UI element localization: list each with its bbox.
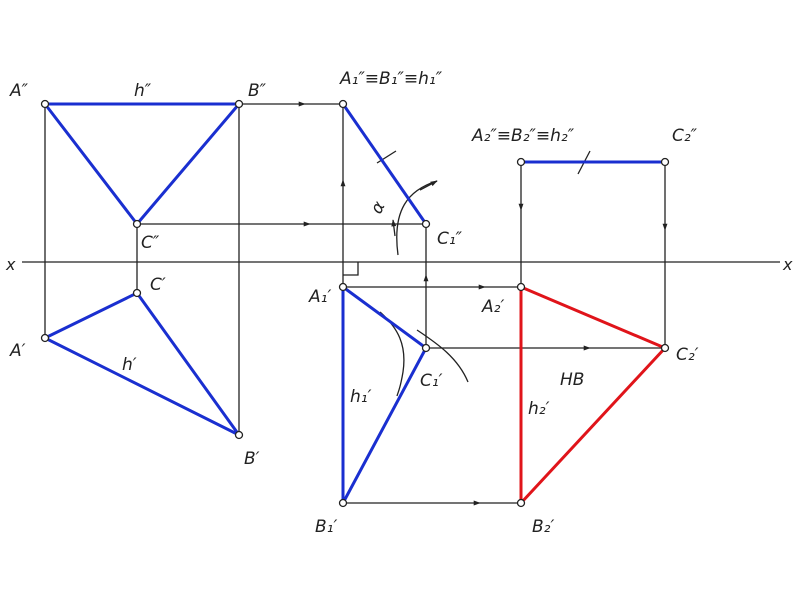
- label-a1-top: A₁′: [308, 287, 331, 307]
- point-c2-front: [660, 157, 670, 167]
- label-c-top: C′: [150, 275, 166, 295]
- label-a2-top: A₂′: [481, 297, 504, 317]
- point-a-top: [40, 333, 50, 343]
- angle-alpha-arrow-bottom: [391, 219, 397, 237]
- point-b-top: [234, 430, 244, 440]
- point-a-front: [40, 99, 50, 109]
- label-h-front: h″: [134, 81, 152, 101]
- label-c1-top: C₁′: [420, 371, 443, 391]
- point-a2-front: [516, 157, 526, 167]
- true-size-triangle: [519, 285, 667, 505]
- point-a2-top: [516, 282, 526, 292]
- label-a1b1h1-front: A₁″≡B₁″≡h₁″: [339, 69, 443, 89]
- point-c-top: [132, 288, 142, 298]
- label-c-front: C″: [141, 233, 160, 253]
- point-a1-top: [338, 282, 348, 292]
- point-c1-top: [421, 343, 431, 353]
- label-c2-front: C₂″: [672, 126, 698, 146]
- axis-label-right: x: [782, 255, 793, 274]
- label-b-top: B′: [244, 449, 260, 469]
- blue-lines: [43, 102, 665, 505]
- edge-view-a1c1: [341, 103, 428, 225]
- right-angle-mark: [343, 262, 359, 276]
- points: [40, 99, 670, 508]
- rotation-arc-c1: [379, 311, 405, 397]
- angle-alpha-arrow-top: [419, 180, 438, 191]
- angle-alpha-arc: [396, 180, 438, 256]
- triangle-front-view: [43, 102, 241, 226]
- label-true-size: HB: [560, 370, 584, 390]
- axis-label-left: x: [5, 255, 16, 274]
- label-alpha: α: [367, 198, 390, 217]
- point-b2-top: [516, 498, 526, 508]
- point-b-front: [234, 99, 244, 109]
- tick-mark-a1c1: [376, 150, 397, 164]
- label-h-top: h′: [122, 355, 137, 375]
- label-a-top: A′: [9, 341, 26, 361]
- labels: x x A″ h″ B″ C″ C′ A′ h′ B′ A₁″≡B₁″≡h₁″ …: [5, 69, 793, 537]
- label-b1-top: B₁′: [315, 517, 337, 537]
- label-b2-top: B₂′: [532, 517, 554, 537]
- point-c2-top: [660, 343, 670, 353]
- rotation-arc-c1-b: [416, 329, 469, 383]
- point-c1-front: [421, 219, 431, 229]
- label-c1-front: C₁″: [437, 229, 463, 249]
- label-b-front: B″: [248, 81, 267, 101]
- label-h2-top: h₂′: [528, 399, 550, 419]
- triangle-first-transform: [341, 285, 428, 505]
- triangle-top-view: [43, 291, 241, 437]
- point-a1-front: [338, 99, 348, 109]
- label-a2b2h2-front: A₂″≡B₂″≡h₂″: [471, 126, 575, 146]
- label-a-front: A″: [9, 81, 29, 101]
- label-c2-top: C₂′: [676, 345, 699, 365]
- point-c-front: [132, 219, 142, 229]
- triangle-true-size: [519, 285, 667, 505]
- label-h1-top: h₁′: [350, 387, 372, 407]
- point-b1-top: [338, 498, 348, 508]
